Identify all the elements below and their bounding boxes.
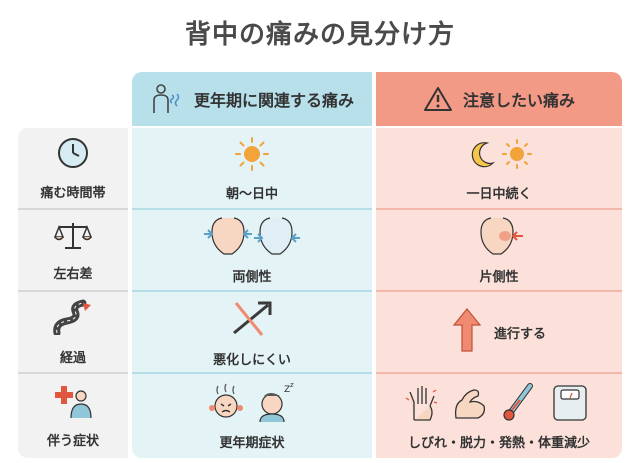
cell-text: 悪化しにくい xyxy=(213,352,291,368)
one-side-back-pain-icon xyxy=(473,216,525,260)
crossed-arrow-icon xyxy=(228,297,276,343)
page-title: 背中の痛みの見分け方 xyxy=(184,20,455,50)
sun-icon xyxy=(233,135,271,177)
bilateral-back-pain-icon xyxy=(202,216,302,260)
cell-perimenopause-time: 朝〜日中 xyxy=(132,128,372,208)
cell-perimenopause-sides: 両側性 xyxy=(132,210,372,290)
medical-person-icon xyxy=(51,384,95,422)
row-label-time: 痛む時間帯 xyxy=(18,128,128,208)
header-perimenopause: 更年期に関連する痛み xyxy=(132,72,372,126)
winding-road-icon xyxy=(51,299,95,339)
header-caution: 注意したい痛み xyxy=(376,72,622,126)
cell-perimenopause-progress: 悪化しにくい xyxy=(132,292,372,372)
numbness-weakness-fever-weight-icons xyxy=(404,382,594,426)
moon-sun-icon xyxy=(459,135,539,177)
row-label-text: 痛む時間帯 xyxy=(40,185,106,201)
perimenopause-column xyxy=(132,128,372,458)
person-waves-icon xyxy=(150,83,184,115)
cell-caution-symptoms: しびれ・脱力・発熱・体重減少 xyxy=(376,374,622,458)
row-label-symptoms: 伴う症状 xyxy=(18,374,128,458)
row-label-sides: 左右差 xyxy=(18,210,128,290)
numbness-hand-icon xyxy=(405,385,438,421)
row-label-text: 伴う症状 xyxy=(46,433,99,449)
clock-icon xyxy=(56,136,90,174)
cell-text: 両側性 xyxy=(232,269,272,285)
row-label-text: 経過 xyxy=(59,350,86,366)
header-perimenopause-label: 更年期に関連する痛み xyxy=(193,91,354,110)
svg-text:Z: Z xyxy=(284,385,290,395)
symptom-faces-icon: Z z xyxy=(204,381,300,426)
cell-caution-progress: 進行する xyxy=(376,292,622,372)
warning-triangle-icon xyxy=(423,85,453,113)
svg-text:z: z xyxy=(290,382,294,389)
thermometer-icon xyxy=(503,382,533,421)
header-caution-label: 注意したい痛み xyxy=(462,91,575,110)
row-label-progress: 経過 xyxy=(18,292,128,372)
cell-perimenopause-symptoms: Z z 更年期症状 xyxy=(132,374,372,458)
row-label-text: 左右差 xyxy=(53,266,93,282)
weight-scale-icon xyxy=(553,384,587,421)
cell-text: しびれ・脱力・発熱・体重減少 xyxy=(407,435,590,451)
cell-text: 進行する xyxy=(493,326,546,342)
cell-text: 更年期症状 xyxy=(219,435,285,451)
arm-muscle-icon xyxy=(454,388,486,419)
cell-caution-time: 一日中続く xyxy=(376,128,622,208)
cell-text: 一日中続く xyxy=(466,186,532,202)
cell-text: 朝〜日中 xyxy=(225,186,278,202)
cell-caution-sides: 片側性 xyxy=(376,210,622,290)
row-label-column xyxy=(18,128,128,458)
up-arrow-icon xyxy=(452,307,482,357)
balance-scale-icon xyxy=(53,219,93,255)
cell-text: 片側性 xyxy=(479,269,519,285)
